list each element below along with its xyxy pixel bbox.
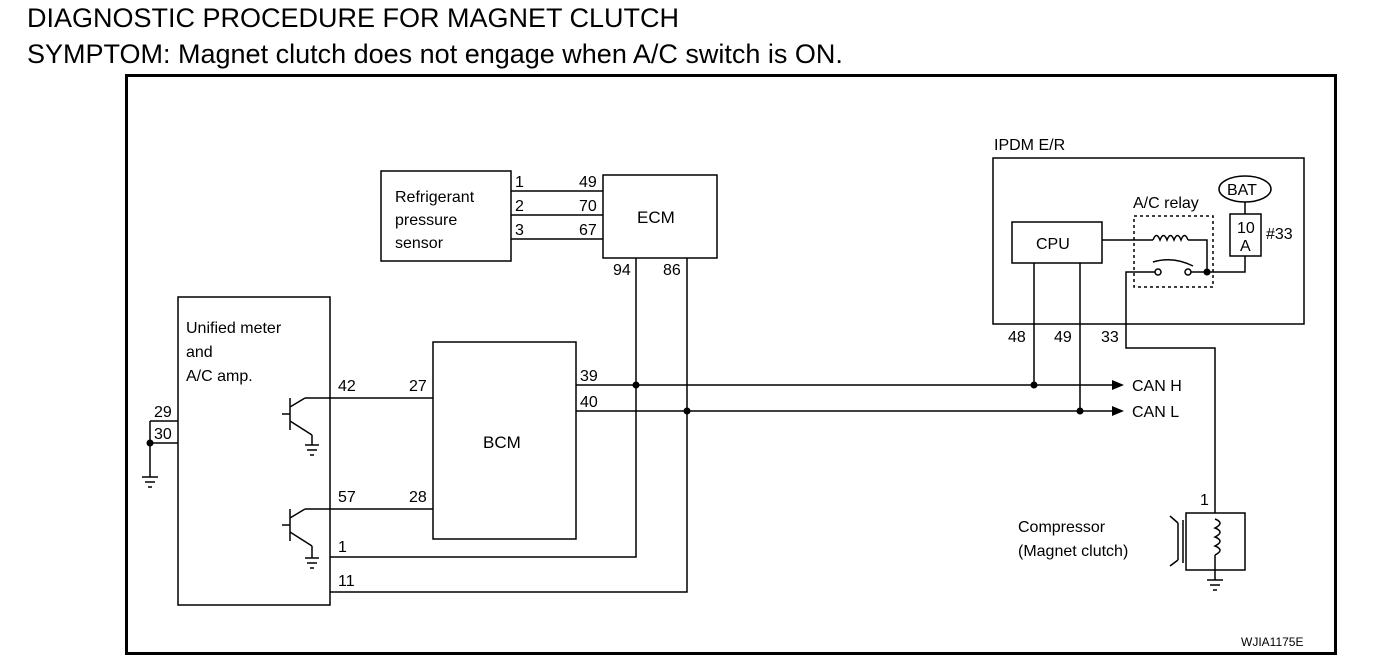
ecm-pin: 70 [579,198,597,215]
bcm-pin: 27 [409,378,427,395]
bcm-pin: 39 [580,368,598,385]
junction-dot [632,381,640,389]
page-title: DIAGNOSTIC PROCEDURE FOR MAGNET CLUTCH [27,3,680,33]
cpu-label: CPU [1036,236,1070,253]
junction-dot [683,407,691,415]
sensor-pin: 1 [515,174,524,191]
ac-relay-box [1133,215,1214,288]
fuse-amp-unit: A [1240,238,1251,255]
junction-dot [1203,268,1211,276]
ecm-box [602,174,718,259]
compressor-pin: 1 [1200,492,1209,509]
bat-label: BAT [1227,182,1257,199]
symptom-text: SYMPTOM: Magnet clutch does not engage w… [27,39,843,69]
figure-code: WJIA1175E [1241,635,1303,649]
ecm-pin: 67 [579,222,597,239]
junction-dot [146,439,154,447]
ipdm-pin: 49 [1054,329,1072,346]
meter-label-line2: and [186,344,213,361]
compressor-label-line1: Compressor [1018,519,1106,536]
meter-ground-pin: 29 [154,404,172,421]
bcm-label: BCM [483,433,521,452]
meter-pin: 11 [338,573,355,590]
meter-pin: 1 [338,539,347,556]
ipdm-box [992,157,1305,325]
meter-label-line3: A/C amp. [186,368,253,385]
ipdm-label: IPDM E/R [994,137,1065,154]
sensor-pin: 2 [515,198,524,215]
ecm-label: ECM [637,208,675,227]
can-h-arrow-icon [1112,380,1124,390]
diagram-frame [125,74,1337,655]
relay-coil-icon [1152,234,1189,243]
compressor-label-line2: (Magnet clutch) [1018,543,1128,560]
junction-dot [1030,381,1038,389]
meter-ground-pin: 30 [154,426,172,443]
sensor-label-line1: Refrigerant [395,189,475,206]
can-l-label: CAN L [1132,404,1179,421]
meter-label-line1: Unified meter [186,320,282,337]
junction-dot [1076,407,1084,415]
can-l-arrow-icon [1112,406,1124,416]
transistor-icon [282,397,330,456]
clutch-coil-icon [1213,518,1221,556]
relay-contact-icon [1152,259,1194,267]
transistor-icon [282,508,330,569]
ecm-pin: 86 [663,262,681,279]
sensor-label-line3: sensor [395,235,444,252]
unified-meter-box [177,296,331,606]
cpu-box [1011,221,1103,264]
ecm-pin: 49 [579,174,597,191]
bcm-box [432,341,577,540]
bcm-pin: 28 [409,489,427,506]
sensor-label-line2: pressure [395,212,457,229]
sensor-pin: 3 [515,222,524,239]
ipdm-pin: 33 [1101,329,1119,346]
meter-pin: 42 [338,378,356,395]
meter-pin: 57 [338,489,356,506]
ipdm-pin: 48 [1008,329,1026,346]
refrigerant-sensor-box [380,170,512,262]
bcm-pin: 40 [580,394,598,411]
fuse-amp-value: 10 [1237,220,1255,237]
fuse-number: #33 [1266,226,1293,243]
ecm-pin: 94 [613,262,631,279]
can-h-label: CAN H [1132,378,1182,395]
ac-relay-label: A/C relay [1133,195,1199,212]
